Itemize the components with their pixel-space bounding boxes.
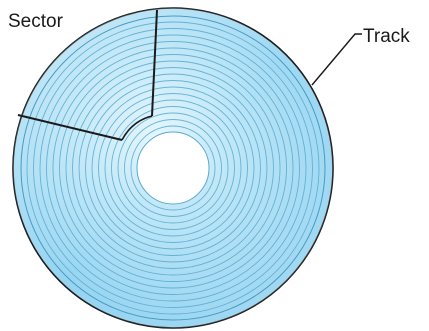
disk-hub bbox=[137, 132, 209, 204]
track-label: Track bbox=[363, 27, 410, 46]
track-leader-line bbox=[312, 34, 362, 85]
sector-label: Sector bbox=[8, 12, 63, 31]
